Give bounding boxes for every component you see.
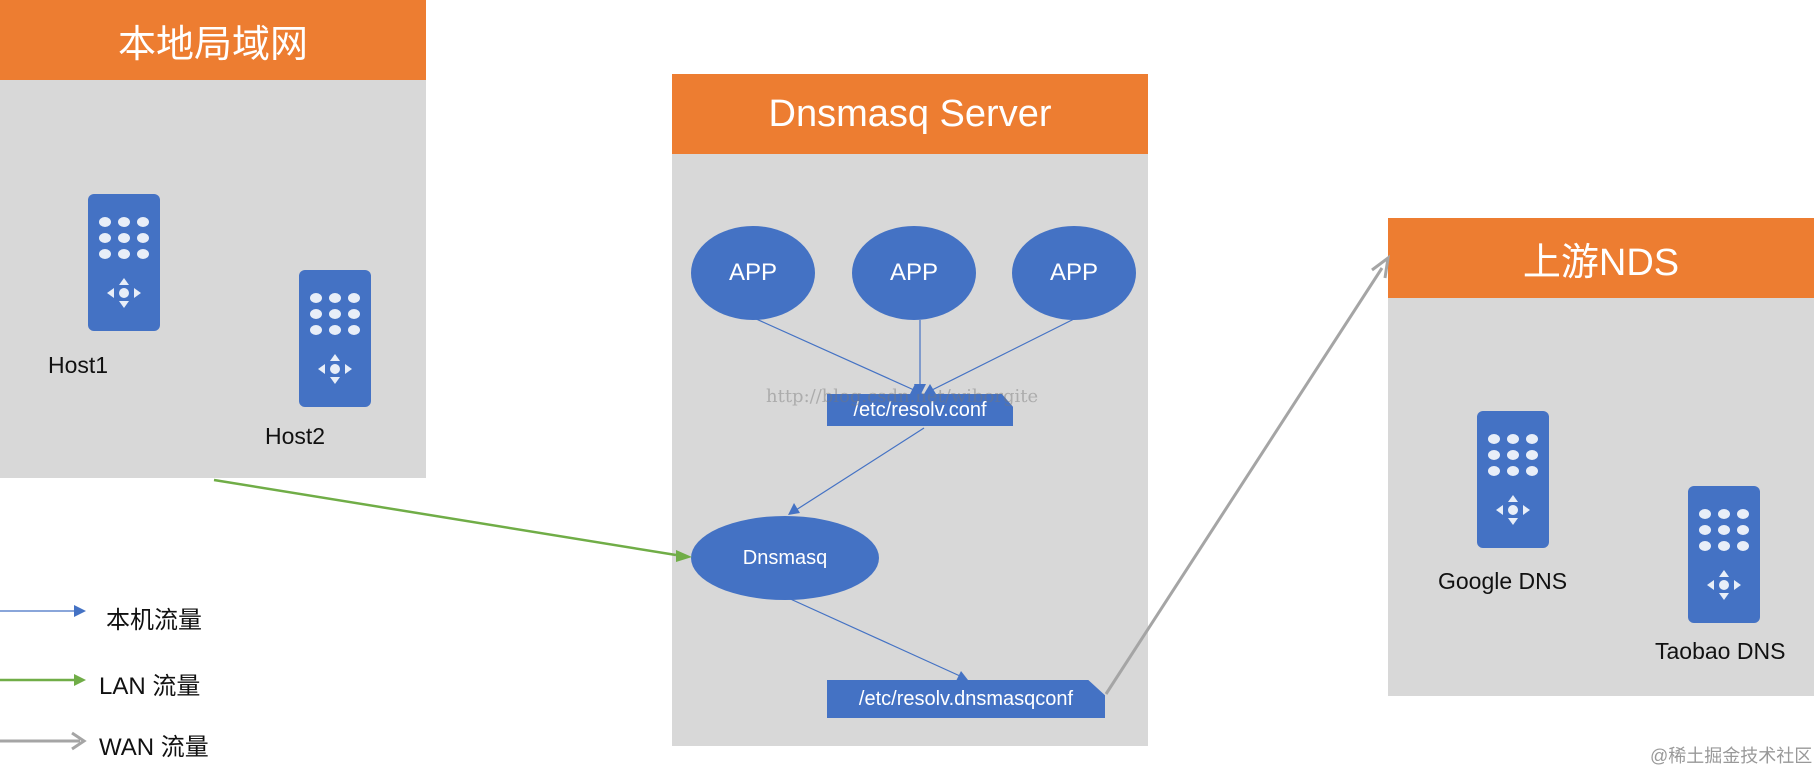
dnsmasq-server-title: Dnsmasq Server bbox=[672, 74, 1148, 154]
dnsmasq-node: Dnsmasq bbox=[691, 516, 879, 600]
lan-panel: 本地局域网 Host1 Host2 bbox=[0, 0, 426, 478]
keypad-icon bbox=[310, 293, 360, 384]
host2-label: Host2 bbox=[265, 423, 326, 449]
google-dns-label: Google DNS bbox=[1438, 568, 1568, 594]
lan-to-dnsmasq-arrow bbox=[213, 478, 692, 562]
resolv-conf-file: /etc/resolv.conf bbox=[827, 394, 1013, 426]
corner-mark: @稀土掘金技术社区 bbox=[1650, 746, 1813, 766]
lan-panel-title: 本地局域网 bbox=[0, 0, 426, 80]
app-node-3: APP bbox=[1012, 226, 1136, 320]
app-node-1: APP bbox=[691, 226, 815, 320]
host2-device-icon bbox=[299, 270, 371, 407]
keypad-icon bbox=[1699, 509, 1749, 600]
resolv-dnsmasqconf-file: /etc/resolv.dnsmasqconf bbox=[827, 680, 1105, 718]
upstream-dns-panel: 上游NDS Google DNS Taobao DNS bbox=[1388, 218, 1814, 696]
watermark-text: http://blog.csdn.net/wiborgite bbox=[766, 386, 1039, 407]
taobao-dns-device-icon bbox=[1688, 486, 1760, 623]
dnsmasq-server-panel: Dnsmasq Server APP APP APP /etc/resolv.c… bbox=[672, 74, 1148, 746]
keypad-icon bbox=[1488, 434, 1538, 525]
legend-local-label: 本机流量 bbox=[106, 607, 202, 634]
legend-wan-arrow bbox=[0, 731, 87, 751]
taobao-dns-label: Taobao DNS bbox=[1655, 638, 1786, 664]
host1-device-icon bbox=[88, 194, 160, 331]
legend-lan-arrow bbox=[0, 674, 86, 686]
legend-local-arrow bbox=[0, 605, 86, 617]
legend-lan-label: LAN 流量 bbox=[99, 673, 201, 700]
google-dns-device-icon bbox=[1477, 411, 1549, 548]
wan-to-upstream-arrow bbox=[1104, 254, 1391, 695]
app-node-2: APP bbox=[852, 226, 976, 320]
keypad-icon bbox=[99, 217, 149, 308]
legend-wan-label: WAN 流量 bbox=[99, 734, 209, 761]
host1-label: Host1 bbox=[48, 352, 109, 378]
upstream-dns-title: 上游NDS bbox=[1388, 218, 1814, 298]
